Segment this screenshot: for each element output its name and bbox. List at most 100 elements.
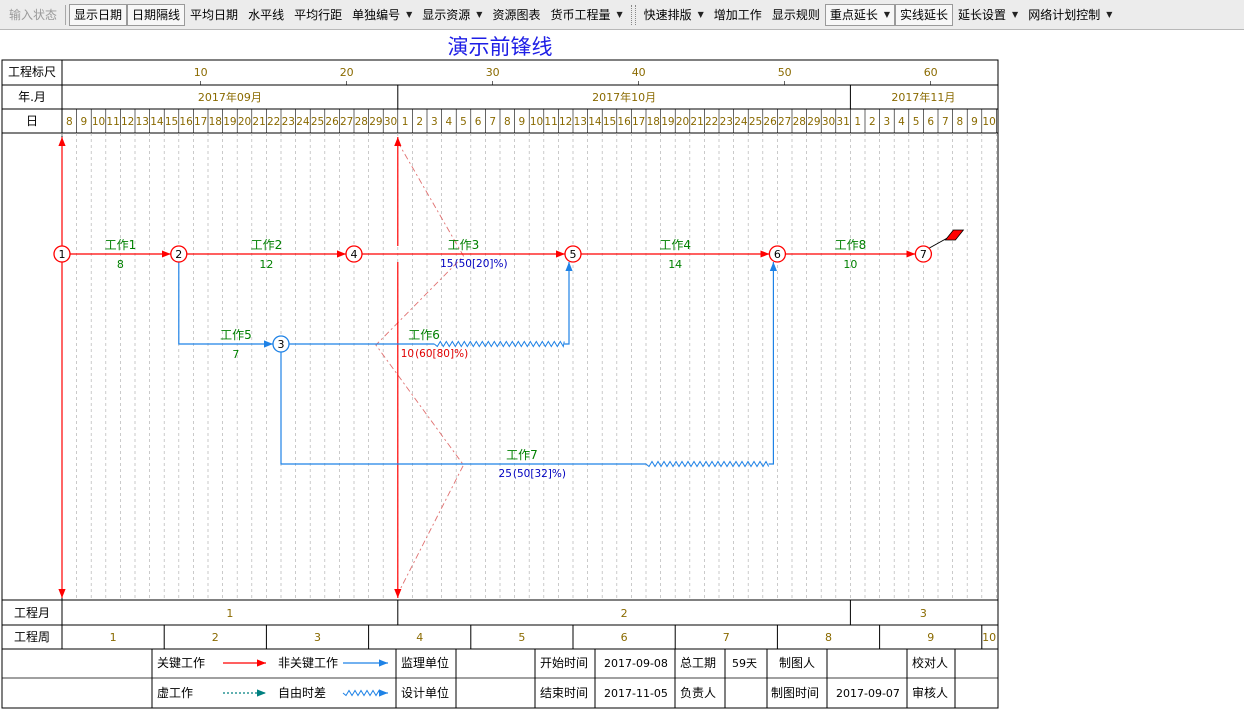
legend-float-label: 自由时差 <box>278 686 326 700</box>
day-number: 13 <box>136 116 149 128</box>
day-number: 5 <box>913 116 920 128</box>
toolbar-button-3[interactable]: 平均日期 <box>185 4 243 26</box>
scale-tick: 30 <box>486 66 500 79</box>
toolbar-button-0[interactable]: 输入状态 <box>4 4 62 26</box>
toolbar-button-9[interactable]: 货币工程量 ▼ <box>545 4 627 26</box>
day-number: 26 <box>763 116 777 128</box>
day-number: 5 <box>460 116 467 128</box>
day-number: 9 <box>971 116 978 128</box>
toolbar-button-10[interactable]: 快速排版▼ <box>639 4 709 26</box>
proj-month: 3 <box>920 607 927 620</box>
proj-week: 5 <box>518 631 525 644</box>
node-circle <box>564 245 582 263</box>
node-circle <box>53 245 71 263</box>
node-circle <box>345 245 363 263</box>
day-number: 29 <box>369 116 382 128</box>
work-name: 工作6 <box>408 328 440 342</box>
row-label-proj_week: 工程周 <box>14 629 50 644</box>
info-start-value: 2017-09-08 <box>604 657 668 670</box>
toolbar-button-7[interactable]: 显示资源▼ <box>417 4 487 26</box>
info-end-value: 2017-11-05 <box>604 687 668 700</box>
day-number: 10 <box>92 116 105 128</box>
day-number: 1 <box>402 116 409 128</box>
row-label-day: 日 <box>26 114 38 128</box>
node-number: 5 <box>570 248 577 261</box>
day-number: 10 <box>982 116 995 128</box>
toolbar-button-label: 资源图表 <box>492 8 541 22</box>
day-number: 18 <box>209 116 222 128</box>
work-progress: (50[32]%) <box>513 468 566 480</box>
day-number: 8 <box>504 116 511 128</box>
info-draw-time-value: 2017-09-07 <box>836 687 900 700</box>
chevron-down-icon: ▼ <box>616 10 623 19</box>
day-number: 26 <box>325 116 339 128</box>
proj-month: 1 <box>226 607 233 620</box>
node-circle <box>914 245 933 263</box>
day-number: 20 <box>238 116 251 128</box>
day-number: 8 <box>957 116 964 128</box>
toolbar-button-14[interactable]: 实线延长 <box>895 3 954 26</box>
info-drafter-label: 制图人 <box>779 656 815 670</box>
proj-week: 1 <box>110 631 117 644</box>
work-progress: (50[20]%) <box>455 258 508 270</box>
toolbar-button-6[interactable]: 单独编号▼ <box>347 4 417 26</box>
day-number: 11 <box>544 116 557 128</box>
info-duration-label: 总工期 <box>680 656 716 670</box>
info-designer: 设计单位 <box>401 685 449 700</box>
toolbar-button-5[interactable]: 平均行距 <box>289 4 347 26</box>
node-number: 7 <box>920 248 927 261</box>
work-duration: 12 <box>259 258 273 271</box>
node-circle <box>170 245 188 263</box>
day-number: 23 <box>282 116 295 128</box>
work-name: 工作7 <box>506 448 538 462</box>
day-number: 4 <box>898 116 905 128</box>
work-name: 工作8 <box>835 238 867 252</box>
work-duration: 10 <box>401 348 414 360</box>
day-number: 23 <box>720 116 733 128</box>
day-number: 12 <box>559 116 572 128</box>
toolbar-button-8[interactable]: 资源图表 <box>487 4 545 26</box>
scale-tick: 50 <box>778 66 792 79</box>
page-title: 演示前锋线 <box>448 35 553 59</box>
toolbar-button-13[interactable]: 重点延长▼ <box>824 3 895 26</box>
finish-flag-icon <box>944 229 965 241</box>
day-number: 15 <box>165 116 178 128</box>
toolbar-button-label: 货币工程量 <box>550 8 611 22</box>
toolbar-button-2[interactable]: 日期隔线 <box>127 3 186 26</box>
toolbar-button-1[interactable]: 显示日期 <box>69 3 128 26</box>
row-label-proj_month: 工程月 <box>14 605 50 620</box>
toolbar-button-12[interactable]: 显示规则 <box>767 4 825 26</box>
day-number: 20 <box>676 116 689 128</box>
chevron-down-icon: ▼ <box>697 10 704 19</box>
toolbar-button-15[interactable]: 延长设置▼ <box>953 4 1023 26</box>
row-label-month: 年.月 <box>18 90 46 104</box>
work-name: 工作5 <box>220 328 252 342</box>
node-circle <box>272 335 290 353</box>
info-draw-time-label: 制图时间 <box>771 686 819 700</box>
chevron-down-icon: ▼ <box>476 10 483 19</box>
month-label: 2017年09月 <box>198 90 262 104</box>
work-name: 工作2 <box>251 238 283 252</box>
day-number: 28 <box>793 116 806 128</box>
day-number: 15 <box>603 116 616 128</box>
proj-week: 3 <box>314 631 321 644</box>
legend-critical-label: 关键工作 <box>157 656 205 670</box>
node-number: 3 <box>278 338 285 351</box>
day-number: 25 <box>311 116 324 128</box>
toolbar-grip[interactable] <box>630 4 636 25</box>
toolbar-button-16[interactable]: 网络计划控制▼ <box>1023 4 1117 26</box>
day-number: 22 <box>267 116 280 128</box>
day-number: 11 <box>106 116 119 128</box>
legend-dummy-label: 虚工作 <box>157 686 193 700</box>
node-number: 2 <box>175 248 182 261</box>
toolbar-button-4[interactable]: 水平线 <box>243 4 289 26</box>
proj-week: 6 <box>621 631 628 644</box>
day-number: 30 <box>822 116 835 128</box>
legend-noncritical-label: 非关键工作 <box>278 656 338 670</box>
toolbar-button-11[interactable]: 增加工作 <box>709 4 767 26</box>
day-number: 18 <box>647 116 660 128</box>
node-number: 4 <box>351 248 358 261</box>
chevron-down-icon: ▼ <box>1012 10 1019 19</box>
toolbar-button-label: 水平线 <box>248 8 285 22</box>
day-number: 21 <box>690 116 703 128</box>
